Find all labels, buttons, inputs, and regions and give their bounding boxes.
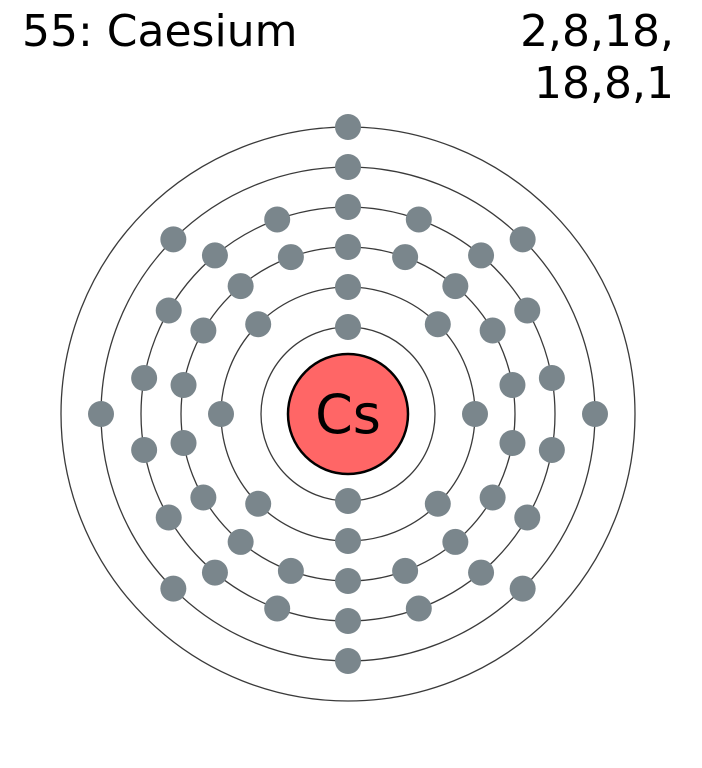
electron-shell-3 — [499, 372, 526, 398]
electron-shell-4 — [405, 206, 432, 233]
electron-shell-2 — [245, 490, 272, 517]
element-symbol: Cs — [315, 383, 381, 446]
electron-shell-3 — [277, 557, 304, 584]
electron-shell-2 — [424, 490, 451, 517]
electron-shell-3 — [190, 484, 217, 511]
electron-shell-4 — [264, 206, 291, 233]
electron-shell-4 — [264, 595, 291, 622]
electron-shell-3 — [227, 528, 254, 555]
electron-shell-3 — [479, 484, 506, 511]
electron-shell-4 — [405, 595, 432, 622]
electron-shell-4 — [514, 297, 541, 324]
electron-shell-4 — [538, 365, 565, 392]
electron-shell-3 — [335, 568, 361, 594]
electron-shell-3 — [190, 317, 217, 344]
electron-shell-1 — [335, 488, 361, 514]
electron-shell-3 — [479, 317, 506, 344]
configuration-line-1: 2,8,18, — [520, 6, 674, 57]
nucleus: Cs — [286, 352, 410, 476]
electron-shell-3 — [442, 528, 469, 555]
electron-shell-3 — [392, 557, 419, 584]
electron-shell-4 — [335, 194, 361, 220]
electron-configuration: 2,8,18, 18,8,1 — [520, 6, 674, 110]
electron-shell-5 — [160, 575, 187, 602]
electron-shell-2 — [424, 311, 451, 338]
electron-shell-5 — [509, 575, 536, 602]
electron-shell-3 — [499, 430, 526, 456]
electron-shell-4 — [131, 436, 158, 463]
electron-shell-3 — [227, 273, 254, 300]
electron-shell-4 — [155, 504, 182, 531]
configuration-line-2: 18,8,1 — [534, 58, 674, 109]
electron-shell-4 — [468, 559, 495, 586]
electron-shell-3 — [170, 430, 197, 456]
electrons — [88, 114, 608, 674]
electron-shell-4 — [514, 504, 541, 531]
electron-shell-5 — [582, 401, 608, 427]
electron-shell-3 — [335, 234, 361, 260]
electron-shell-4 — [468, 242, 495, 269]
electron-shell-2 — [335, 274, 361, 300]
electron-shell-2 — [335, 528, 361, 554]
electron-shell-4 — [335, 608, 361, 634]
electron-shell-2 — [245, 311, 272, 338]
electron-shell-6 — [335, 114, 361, 140]
electron-shell-5 — [88, 401, 114, 427]
electron-shell-1 — [335, 314, 361, 340]
electron-shell-3 — [170, 372, 197, 398]
electron-shell-4 — [538, 436, 565, 463]
electron-shell-5 — [335, 648, 361, 674]
electron-shell-2 — [208, 401, 234, 427]
electron-shell-3 — [392, 244, 419, 271]
electron-shell-5 — [335, 154, 361, 180]
electron-shell-4 — [155, 297, 182, 324]
electron-shell-4 — [131, 365, 158, 392]
electron-shell-3 — [442, 273, 469, 300]
electron-shell-4 — [201, 559, 228, 586]
electron-shell-3 — [277, 244, 304, 271]
electron-shell-2 — [462, 401, 488, 427]
nucleus-circle — [286, 352, 410, 476]
electron-shell-5 — [509, 226, 536, 253]
electron-shell-5 — [160, 226, 187, 253]
electron-shell-4 — [201, 242, 228, 269]
element-title: 55: Caesium — [22, 6, 298, 57]
